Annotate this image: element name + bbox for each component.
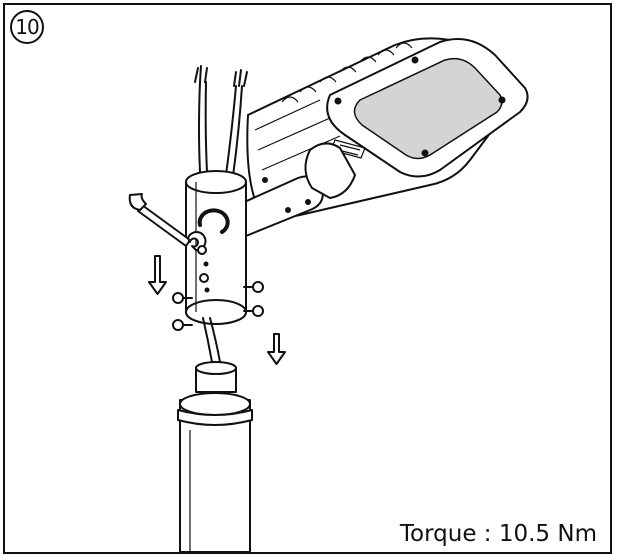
power-cables	[194, 65, 248, 177]
cable-lower	[202, 317, 213, 363]
step-number: 10	[15, 15, 39, 39]
arrow-down-icon	[148, 255, 286, 365]
sleeve-nuts	[197, 245, 210, 293]
step-number-badge: 10	[10, 10, 44, 44]
screw-icon	[172, 281, 264, 331]
retaining-clip	[197, 208, 230, 234]
lamp-pole	[177, 361, 253, 553]
torque-caption: Torque : 10.5 Nm	[399, 521, 597, 547]
